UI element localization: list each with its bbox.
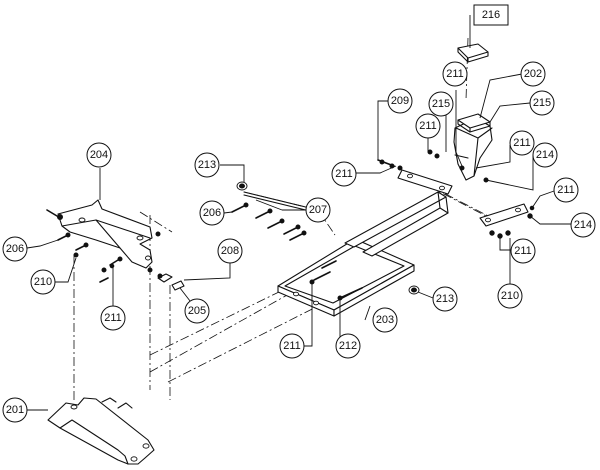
callout-204-label: 204: [90, 149, 108, 161]
part-209-hinge-plate: [377, 159, 453, 195]
callout-202-label: 202: [524, 68, 542, 80]
callout-212: 212: [335, 333, 361, 359]
left-hardware: [57, 232, 153, 283]
callout-210a-label: 210: [34, 276, 52, 288]
part-213-washer-lower: [408, 285, 420, 295]
callout-213b: 213: [432, 286, 458, 312]
callout-211b-label: 211: [419, 120, 437, 132]
callout-216: 216: [473, 4, 509, 26]
part-right-hinge-plate: [479, 203, 535, 239]
part-201-base-bracket: [47, 397, 155, 465]
callout-213a-label: 213: [198, 159, 216, 171]
callout-203-label: 203: [376, 314, 394, 326]
callout-211h: 211: [279, 333, 305, 359]
callout-211g-label: 211: [104, 312, 122, 324]
callout-211c: 211: [509, 130, 535, 156]
callout-213b-label: 213: [436, 293, 454, 305]
assembly-center-lines: [73, 37, 501, 400]
callout-211b: 211: [415, 113, 441, 139]
callout-214a: 214: [532, 142, 558, 168]
callout-206b-label: 206: [203, 207, 221, 219]
callout-215b-label: 215: [533, 97, 551, 109]
callout-215a: 215: [428, 91, 454, 117]
callout-213a: 213: [194, 152, 220, 178]
callout-208: 208: [217, 238, 243, 264]
callout-209: 209: [387, 88, 413, 114]
callout-204: 204: [86, 142, 112, 168]
part-203-frame-tray: [277, 191, 449, 317]
callout-210b-label: 210: [501, 290, 519, 302]
callout-211f: 211: [510, 238, 536, 264]
callout-214b: 214: [570, 212, 596, 238]
callout-207: 207: [305, 197, 331, 223]
callout-211a: 211: [442, 61, 468, 87]
part-213-washer-upper: [236, 181, 248, 191]
callout-211f-label: 211: [514, 245, 532, 257]
callout-207-label: 207: [309, 204, 327, 216]
callout-201-label: 201: [6, 404, 24, 416]
callout-211h-label: 211: [283, 340, 301, 352]
callout-201: 201: [2, 397, 28, 423]
callout-211a-label: 211: [446, 68, 464, 80]
callout-215b: 215: [529, 90, 555, 116]
callout-205: 205: [184, 298, 210, 324]
callout-211d-label: 211: [335, 168, 353, 180]
callout-211e-label: 211: [557, 184, 575, 196]
callout-210b: 210: [497, 283, 523, 309]
callout-216-label: 216: [482, 9, 500, 21]
callout-203: 203: [372, 307, 398, 333]
part-205-208-hardware: [157, 273, 185, 291]
callout-209-label: 209: [391, 95, 409, 107]
callout-211e: 211: [553, 177, 579, 203]
callout-215a-label: 215: [432, 98, 450, 110]
callout-212-label: 212: [339, 340, 357, 352]
callout-206b: 206: [199, 200, 225, 226]
callout-205-label: 205: [188, 305, 206, 317]
callout-210a: 210: [30, 269, 56, 295]
callout-211c-label: 211: [513, 137, 531, 149]
part-204-upper-bracket: [46, 199, 161, 269]
callout-202: 202: [520, 61, 546, 87]
part-215-top-plate: [457, 113, 491, 133]
callout-206a: 206: [2, 236, 28, 262]
part-207-rod: [231, 191, 319, 241]
callout-211d: 211: [331, 161, 357, 187]
callout-206a-label: 206: [6, 243, 24, 255]
callout-211g: 211: [100, 305, 126, 331]
callout-214b-label: 214: [574, 219, 592, 231]
callout-208-label: 208: [221, 245, 239, 257]
callout-214a-label: 214: [536, 149, 554, 161]
part-216-pad: [457, 43, 489, 63]
